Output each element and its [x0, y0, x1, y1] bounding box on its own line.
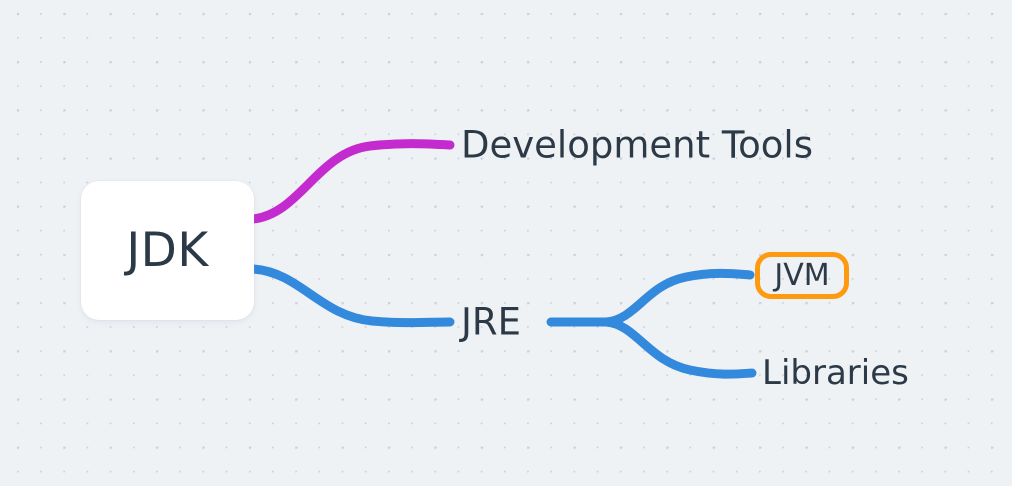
node-development-tools[interactable]: Development Tools [461, 123, 813, 167]
node-jvm-label: JVM [774, 257, 830, 293]
node-jre[interactable]: JRE [461, 300, 521, 344]
edge-jre-to-jvm [601, 268, 755, 327]
edge-jdk-to-development-tools [248, 139, 455, 224]
node-jvm[interactable]: JVM [755, 252, 849, 299]
node-jdk[interactable]: JDK [81, 181, 254, 320]
node-libraries[interactable]: Libraries [762, 353, 909, 393]
node-jdk-label: JDK [126, 223, 209, 278]
edge-jdk-to-jre [248, 264, 455, 328]
edge-jre-to-libraries [601, 317, 757, 379]
